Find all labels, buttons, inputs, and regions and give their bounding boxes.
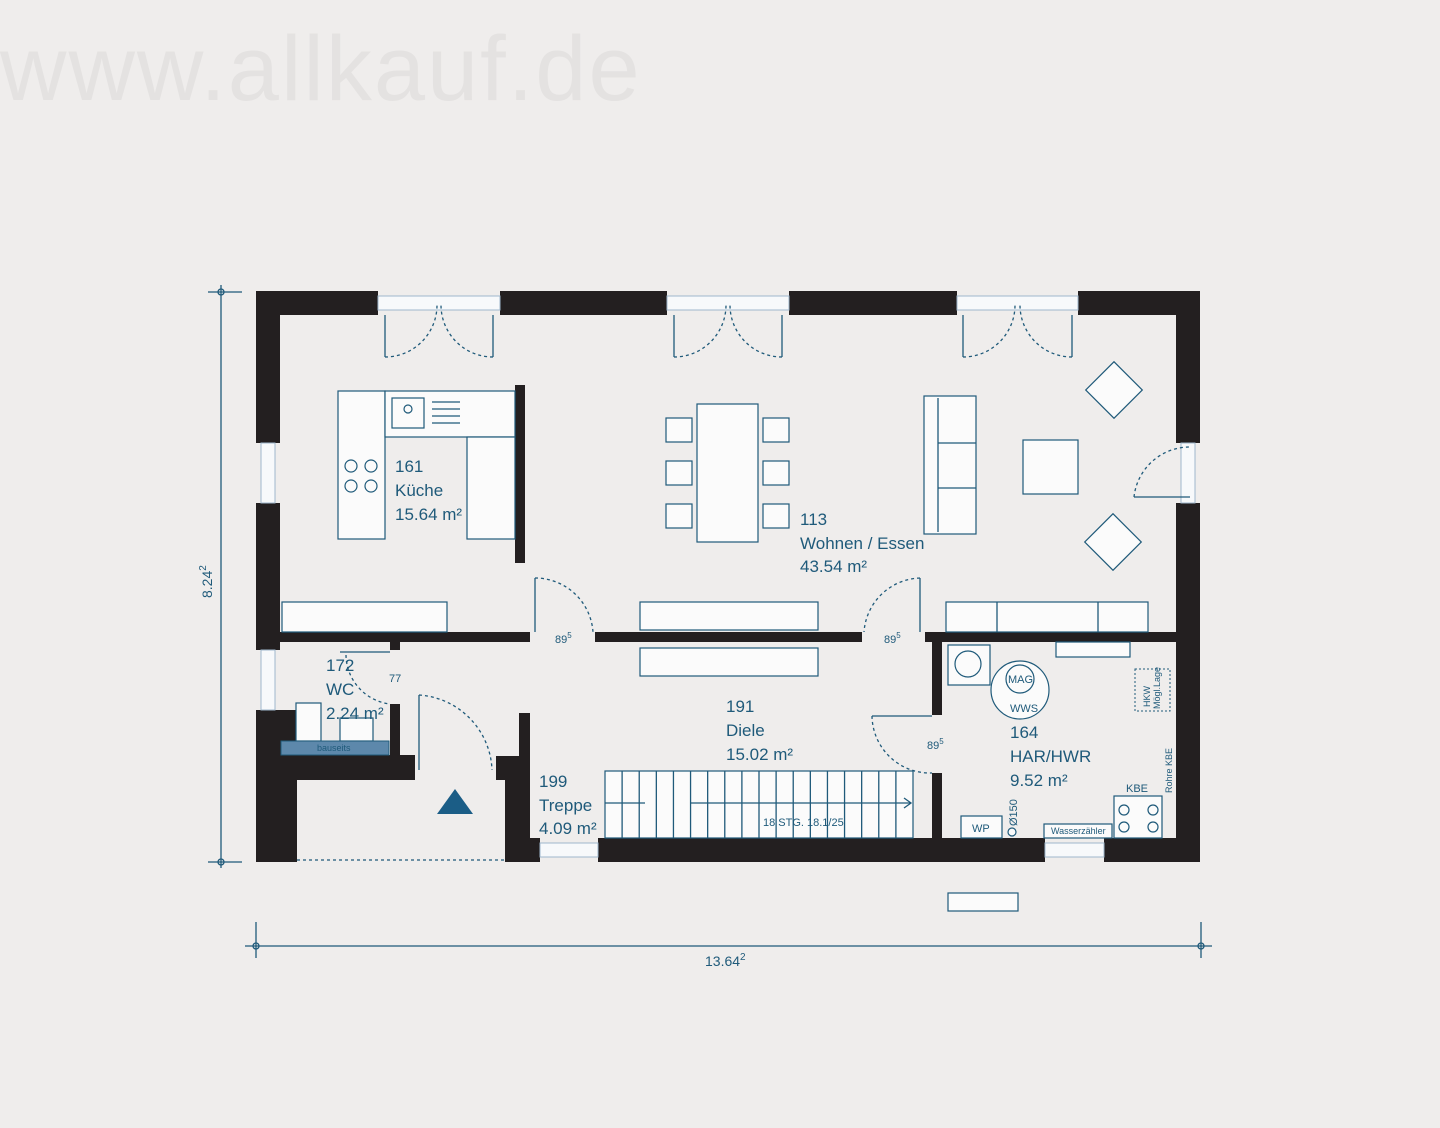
kbe-label: KBE (1126, 783, 1148, 795)
svg-text:13.642: 13.642 (705, 952, 746, 969)
svg-text:2.24 m²: 2.24 m² (326, 704, 384, 723)
stove-icon (344, 459, 378, 493)
wp-label: WP (972, 823, 990, 835)
bauseits-label: bauseits (317, 743, 351, 753)
hall-cabinet (639, 647, 819, 677)
svg-text:113: 113 (800, 510, 827, 529)
d150-label: Ø150 (1008, 799, 1020, 826)
svg-text:Diele: Diele (726, 721, 765, 740)
door-width-living: 895 (884, 631, 901, 646)
svg-text:Wohnen / Essen: Wohnen / Essen (800, 534, 924, 553)
depth-value: 8.24 (199, 571, 215, 598)
door-width-hwr: 895 (927, 737, 944, 752)
svg-text:4.09 m²: 4.09 m² (539, 819, 597, 838)
hkw-label: HKW (1142, 685, 1152, 707)
svg-text:43.54 m²: 43.54 m² (800, 557, 867, 576)
door-width-wc: 77 (389, 673, 401, 685)
mag-label: MAG (1008, 674, 1033, 686)
living-furniture (639, 360, 1149, 633)
svg-text:15.64 m²: 15.64 m² (395, 505, 462, 524)
wc-fixtures: bauseits (280, 702, 390, 756)
dimension-depth: 8.242 (198, 285, 242, 868)
svg-text:161: 161 (395, 457, 423, 476)
svg-text:172: 172 (326, 656, 354, 675)
svg-text:HAR/HWR: HAR/HWR (1010, 747, 1091, 766)
outdoor-element (947, 892, 1019, 912)
entrance-marker-icon (437, 789, 473, 814)
width-value: 13.64 (705, 953, 740, 969)
dimension-width: 13.642 (245, 922, 1212, 969)
rohre-kbe-label: Rohre KBE (1164, 748, 1174, 793)
wasserzaehler-label: Wasserzähler (1051, 826, 1106, 836)
utility-fixtures: MAG WWS HKW Mögl.Lage Rohre KBE KBE WP Ø… (947, 641, 1174, 839)
hkw-location-label: Mögl.Lage (1152, 667, 1162, 709)
svg-text:WC: WC (326, 680, 354, 699)
door-width-kitchen: 895 (555, 631, 572, 646)
dining-set (665, 403, 790, 543)
kitchen-furniture (281, 390, 516, 633)
staircase: 18 STG. 18.1/25 (604, 770, 914, 839)
svg-text:191: 191 (726, 697, 754, 716)
watermark: www.allkauf.de (0, 18, 642, 120)
windows[interactable] (260, 295, 1196, 858)
wws-label: WWS (1010, 703, 1038, 715)
svg-text:164: 164 (1010, 723, 1038, 742)
svg-text:Treppe: Treppe (539, 796, 592, 815)
svg-text:8.242: 8.242 (198, 565, 215, 598)
doors[interactable] (340, 304, 1191, 774)
svg-text:Küche: Küche (395, 481, 443, 500)
walls (256, 291, 1200, 862)
svg-text:15.02 m²: 15.02 m² (726, 745, 793, 764)
svg-text:9.52 m²: 9.52 m² (1010, 771, 1068, 790)
svg-text:199: 199 (539, 772, 567, 791)
stairs-label: 18 STG. 18.1/25 (763, 817, 844, 829)
